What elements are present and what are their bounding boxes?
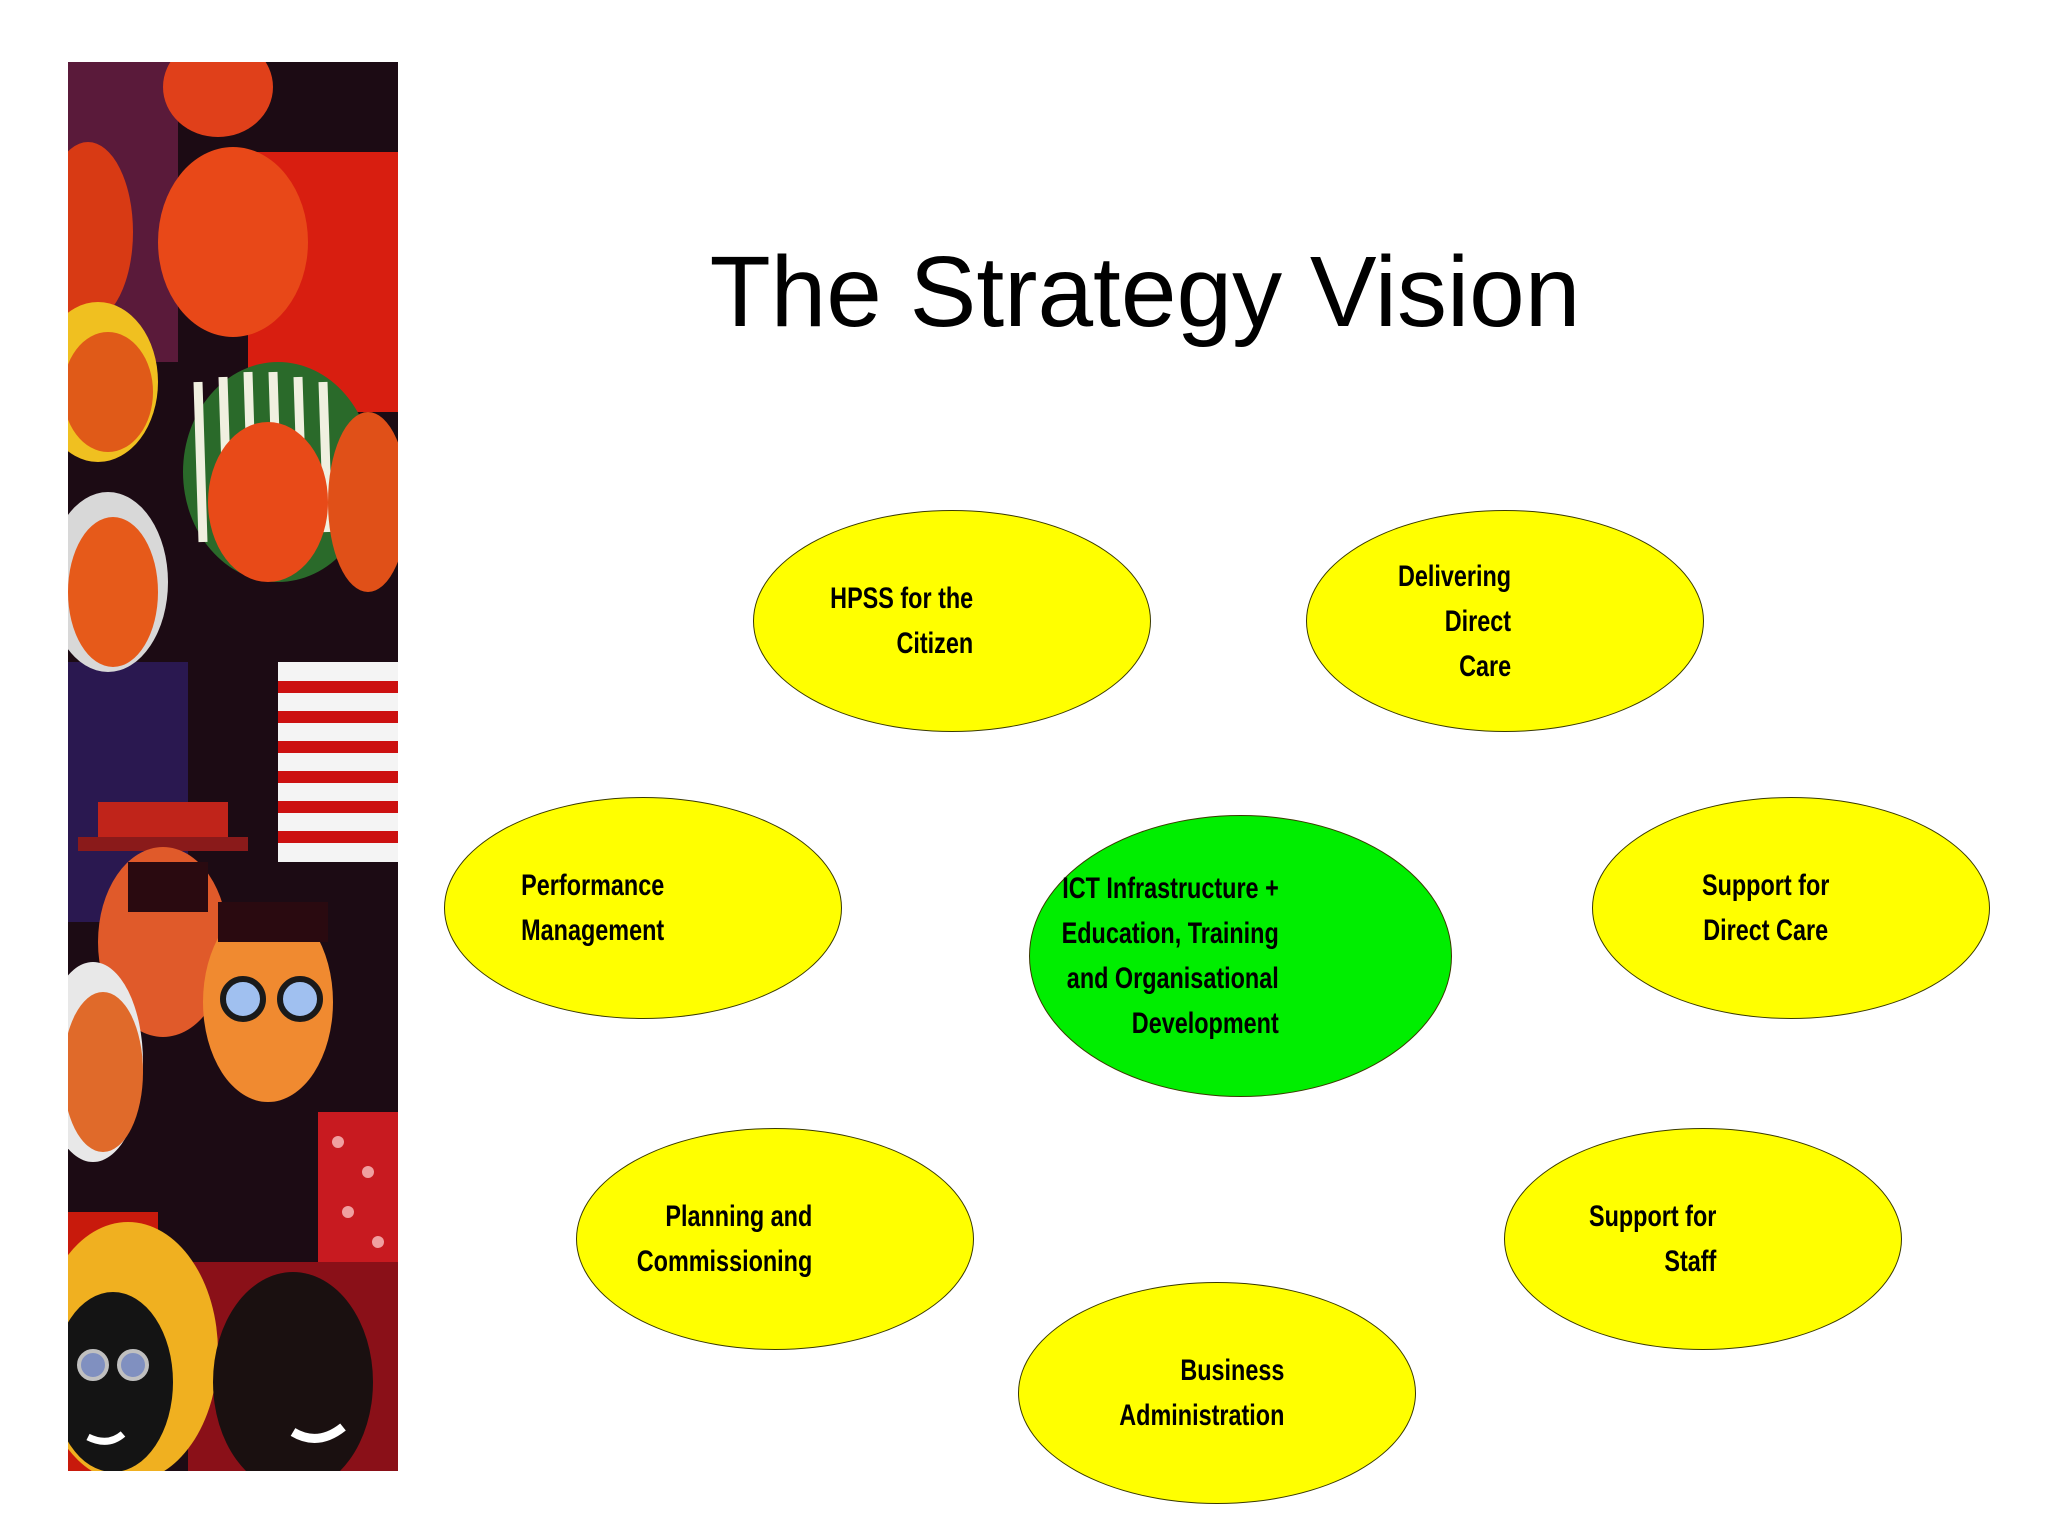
node-support-for-staff: Support for Staff (1504, 1128, 1902, 1350)
node-label: ICT Infrastructure + Education, Training… (1062, 866, 1279, 1046)
slide-title: The Strategy Vision (709, 236, 1581, 348)
node-text-line: Commissioning (637, 1245, 813, 1278)
node-label: HPSS for the Citizen (830, 576, 973, 666)
crowd-painting-image (68, 62, 398, 1471)
node-label: Business Administration (1119, 1348, 1284, 1438)
node-text-line: Management (521, 914, 665, 947)
node-text-line: Citizen (896, 627, 974, 660)
node-label: Support for Staff (1589, 1194, 1716, 1284)
node-planning-and-commissioning: Planning and Commissioning (576, 1128, 974, 1350)
node-text-line: Support for (1702, 869, 1830, 902)
node-label: Support for Direct Care (1702, 863, 1829, 953)
node-text-line: ICT Infrastructure + (1062, 872, 1280, 905)
node-text-line: Planning and (665, 1200, 813, 1233)
node-text-line: Support for (1589, 1200, 1717, 1233)
node-text-line: Staff (1664, 1245, 1717, 1278)
node-label: Delivering Direct Care (1398, 554, 1511, 689)
node-text-line: Administration (1119, 1399, 1285, 1432)
node-delivering-direct-care: Delivering Direct Care (1306, 510, 1704, 732)
node-text-line: Business (1180, 1354, 1285, 1387)
node-text-line: Direct Care (1703, 914, 1829, 947)
node-text-line: Delivering (1398, 559, 1512, 593)
node-text-line: Development (1132, 1007, 1280, 1040)
node-business-administration: Business Administration (1018, 1282, 1416, 1504)
node-label: Performance Management (521, 863, 664, 953)
node-text-line: HPSS for the (830, 582, 974, 615)
node-performance-management: Performance Management (444, 797, 842, 1019)
node-ict-infrastructure-center: ICT Infrastructure + Education, Training… (1029, 815, 1452, 1097)
crowd-painting-graphic (68, 62, 398, 1471)
node-text-line: and Organisational (1067, 962, 1280, 995)
node-text-line: Education, Training (1061, 917, 1280, 950)
node-label: Planning and Commissioning (637, 1194, 813, 1284)
node-text-line: Performance (521, 869, 665, 902)
node-text-line: Care (1459, 649, 1512, 683)
node-text-line: Direct (1445, 604, 1512, 638)
node-support-for-direct-care: Support for Direct Care (1592, 797, 1990, 1019)
node-hpss-for-the-citizen: HPSS for the Citizen (753, 510, 1151, 732)
